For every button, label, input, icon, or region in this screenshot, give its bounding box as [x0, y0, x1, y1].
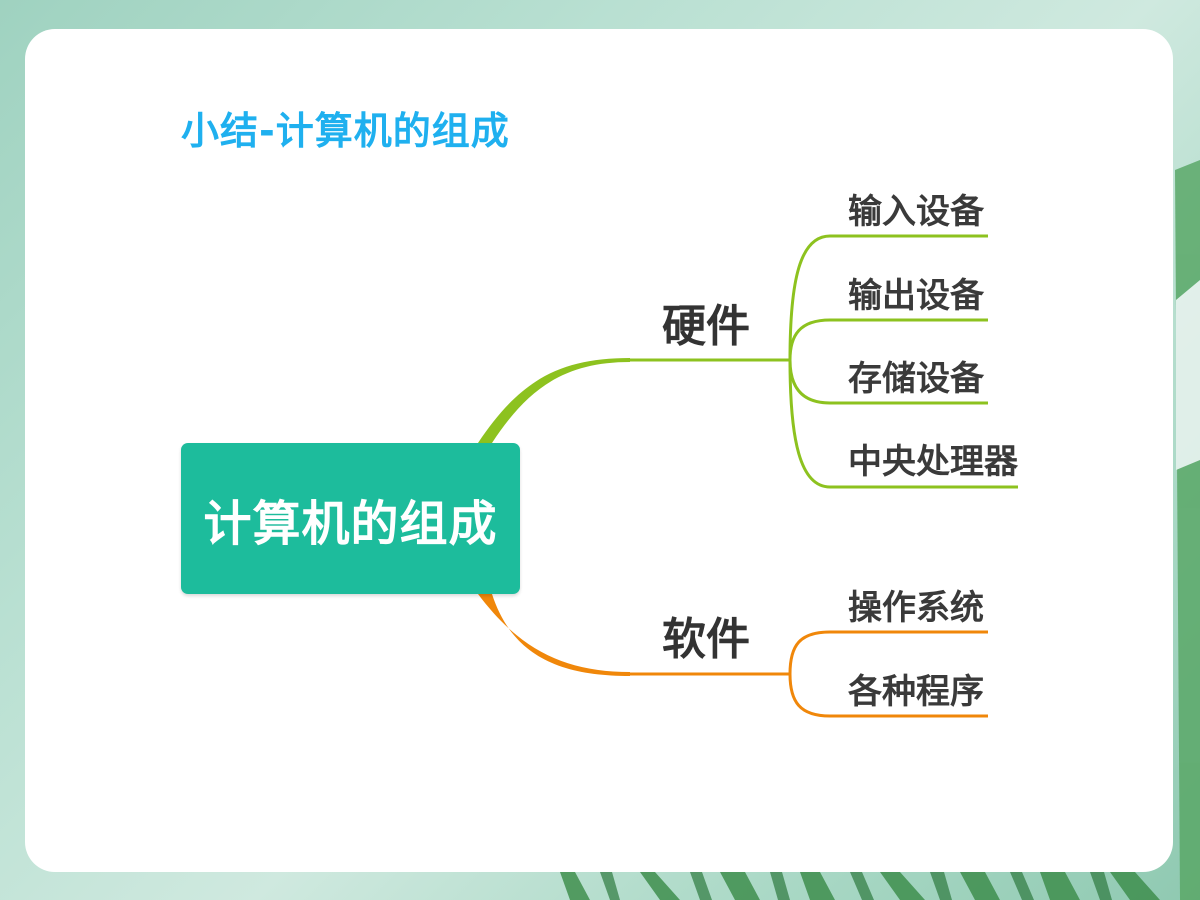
leaf-connectors-software [788, 630, 988, 718]
page-title: 小结-计算机的组成 [181, 109, 510, 153]
branch-label-hardware: 硬件 [662, 301, 750, 352]
leaf-output-devices: 输出设备 [848, 276, 984, 316]
leaf-storage-devices: 存储设备 [848, 359, 984, 399]
leaf-programs: 各种程序 [848, 672, 984, 712]
leaf-cpu: 中央处理器 [848, 442, 1018, 482]
leaf-connectors-hardware [788, 234, 1018, 489]
branch-connector-software [478, 594, 630, 676]
mindmap-root-node: 计算机的组成 [181, 443, 520, 594]
branch-label-software: 软件 [662, 614, 750, 665]
leaf-operating-system: 操作系统 [848, 588, 984, 628]
leaf-input-devices: 输入设备 [848, 192, 984, 232]
root-label: 计算机的组成 [203, 495, 498, 552]
branch-connector-hardware [478, 358, 630, 443]
